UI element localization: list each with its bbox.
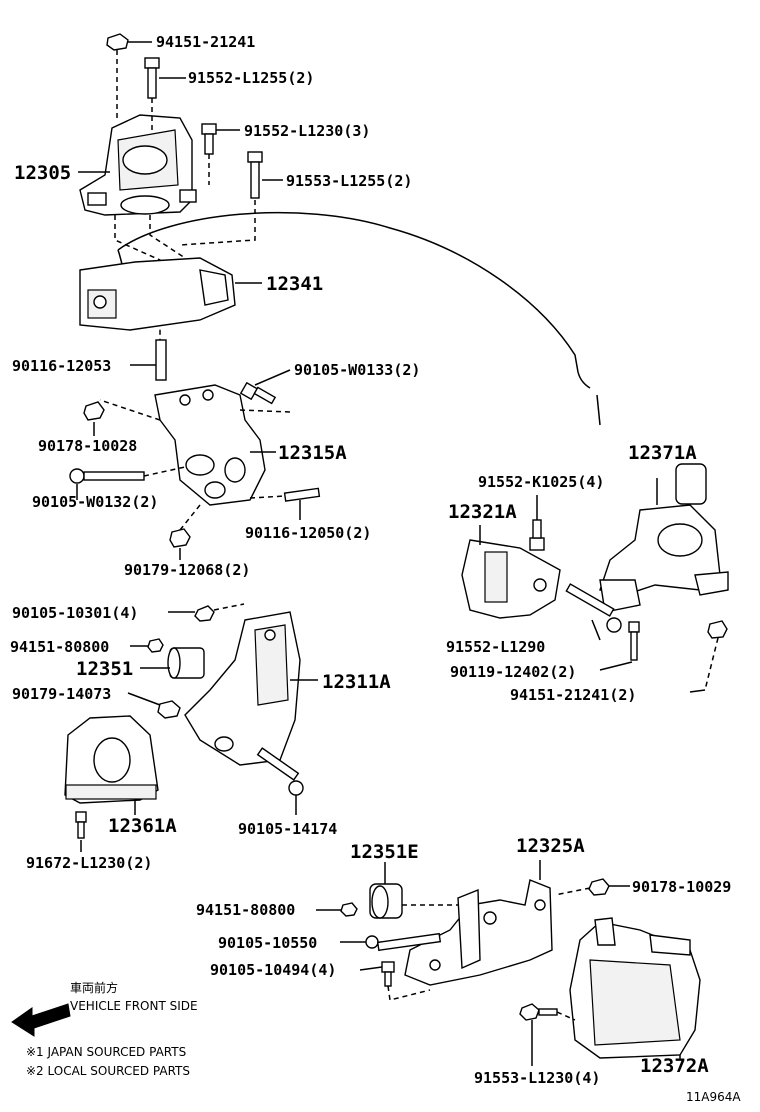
part-12351 — [167, 647, 205, 679]
nut-94151-21241-2 — [707, 620, 728, 639]
note-local-sourced: ※2 LOCAL SOURCED PARTS — [26, 1064, 190, 1078]
label-p24: 90179-14073 — [12, 685, 111, 703]
bolt-91553-L1230 — [519, 1003, 558, 1021]
bolt-90119-12402 — [628, 621, 640, 661]
label-p17: 91552-L1290 — [446, 638, 545, 656]
front-arrow-icon — [11, 1003, 71, 1037]
label-p12: 90116-12050(2) — [245, 524, 371, 542]
label-p9: 90178-10028 — [38, 437, 137, 455]
label-p18: 90119-12402(2) — [450, 663, 576, 681]
bolt-91672-L1230 — [75, 811, 87, 839]
nut-90179-12068 — [169, 528, 191, 548]
label-p34: 91553-L1230(4) — [474, 1069, 600, 1087]
label-p6: 12341 — [266, 273, 323, 295]
direction-jp: 車両前方 — [70, 980, 118, 995]
part-12371A — [599, 463, 729, 613]
label-p28: 12351E — [350, 841, 419, 863]
part-12341 — [79, 257, 236, 331]
label-p27: 91672-L1230(2) — [26, 854, 152, 872]
label-p31: 94151-80800 — [196, 901, 295, 919]
part-12315A — [154, 384, 266, 506]
label-p29: 12325A — [516, 835, 585, 857]
label-p1: 94151-21241 — [156, 33, 255, 51]
bolt-91552-L1290 — [565, 583, 622, 633]
nut-94151-21241 — [106, 33, 129, 51]
bolt-90105-W0132 — [69, 468, 145, 484]
bolt-91553-L1255 — [247, 151, 263, 199]
label-p16: 12321A — [448, 501, 517, 523]
stud-90116-12050 — [283, 487, 321, 502]
nut-90179-14073 — [157, 700, 181, 719]
bolt-91552-K1025 — [529, 519, 545, 551]
part-12321A — [461, 539, 561, 619]
label-p15: 91552-K1025(4) — [478, 473, 604, 491]
label-p13: 90179-12068(2) — [124, 561, 250, 579]
label-p5: 91553-L1255(2) — [286, 172, 412, 190]
bolt-90105-10301 — [194, 605, 215, 622]
label-p21: 94151-80800 — [10, 638, 109, 656]
label-p7: 90116-12053 — [12, 357, 111, 375]
label-p26: 90105-14174 — [238, 820, 337, 838]
stud-90116-12053 — [155, 339, 167, 381]
nut-90178-10029 — [588, 878, 610, 896]
label-p8: 90105-W0133(2) — [294, 361, 420, 379]
diagram-code: 11A964A — [686, 1090, 741, 1104]
label-p33: 90105-10494(4) — [210, 961, 336, 979]
engine-outline-end — [596, 394, 601, 426]
bolt-90105-10494 — [381, 961, 395, 987]
label-p4: 12305 — [14, 162, 71, 184]
label-p23: 12311A — [322, 671, 391, 693]
part-12305 — [79, 114, 197, 216]
label-p11: 90105-W0132(2) — [32, 493, 158, 511]
label-p30: 90178-10029 — [632, 878, 731, 896]
bolt-91552-L1230 — [201, 123, 217, 155]
label-p10: 12315A — [278, 442, 347, 464]
note-japan-sourced: ※1 JAPAN SOURCED PARTS — [26, 1045, 186, 1059]
bolt-90105-10550 — [365, 932, 442, 952]
label-p14: 12371A — [628, 442, 697, 464]
part-12351E — [369, 883, 403, 919]
part-12361A — [64, 715, 159, 804]
bolt-90105-14174 — [256, 747, 304, 796]
label-p32: 90105-10550 — [218, 934, 317, 952]
part-12372A — [569, 917, 701, 1059]
bolt-91552-L1255 — [144, 57, 160, 99]
label-p25: 12361A — [108, 815, 177, 837]
label-p3: 91552-L1230(3) — [244, 122, 370, 140]
label-p19: 94151-21241(2) — [510, 686, 636, 704]
engine-outline-curve — [117, 211, 591, 389]
nut-94151-80800 — [147, 638, 164, 653]
label-p22: 12351 — [76, 658, 133, 680]
label-p20: 90105-10301(4) — [12, 604, 138, 622]
label-p2: 91552-L1255(2) — [188, 69, 314, 87]
label-p35: 12372A — [640, 1055, 709, 1077]
part-12311A — [184, 611, 301, 766]
direction-en: VEHICLE FRONT SIDE — [70, 999, 198, 1013]
nut-94151-80800-bottom — [340, 902, 358, 917]
bolt-90105-W0133 — [239, 381, 277, 405]
part-12325A — [404, 879, 553, 986]
nut-90178-10028 — [83, 401, 105, 421]
